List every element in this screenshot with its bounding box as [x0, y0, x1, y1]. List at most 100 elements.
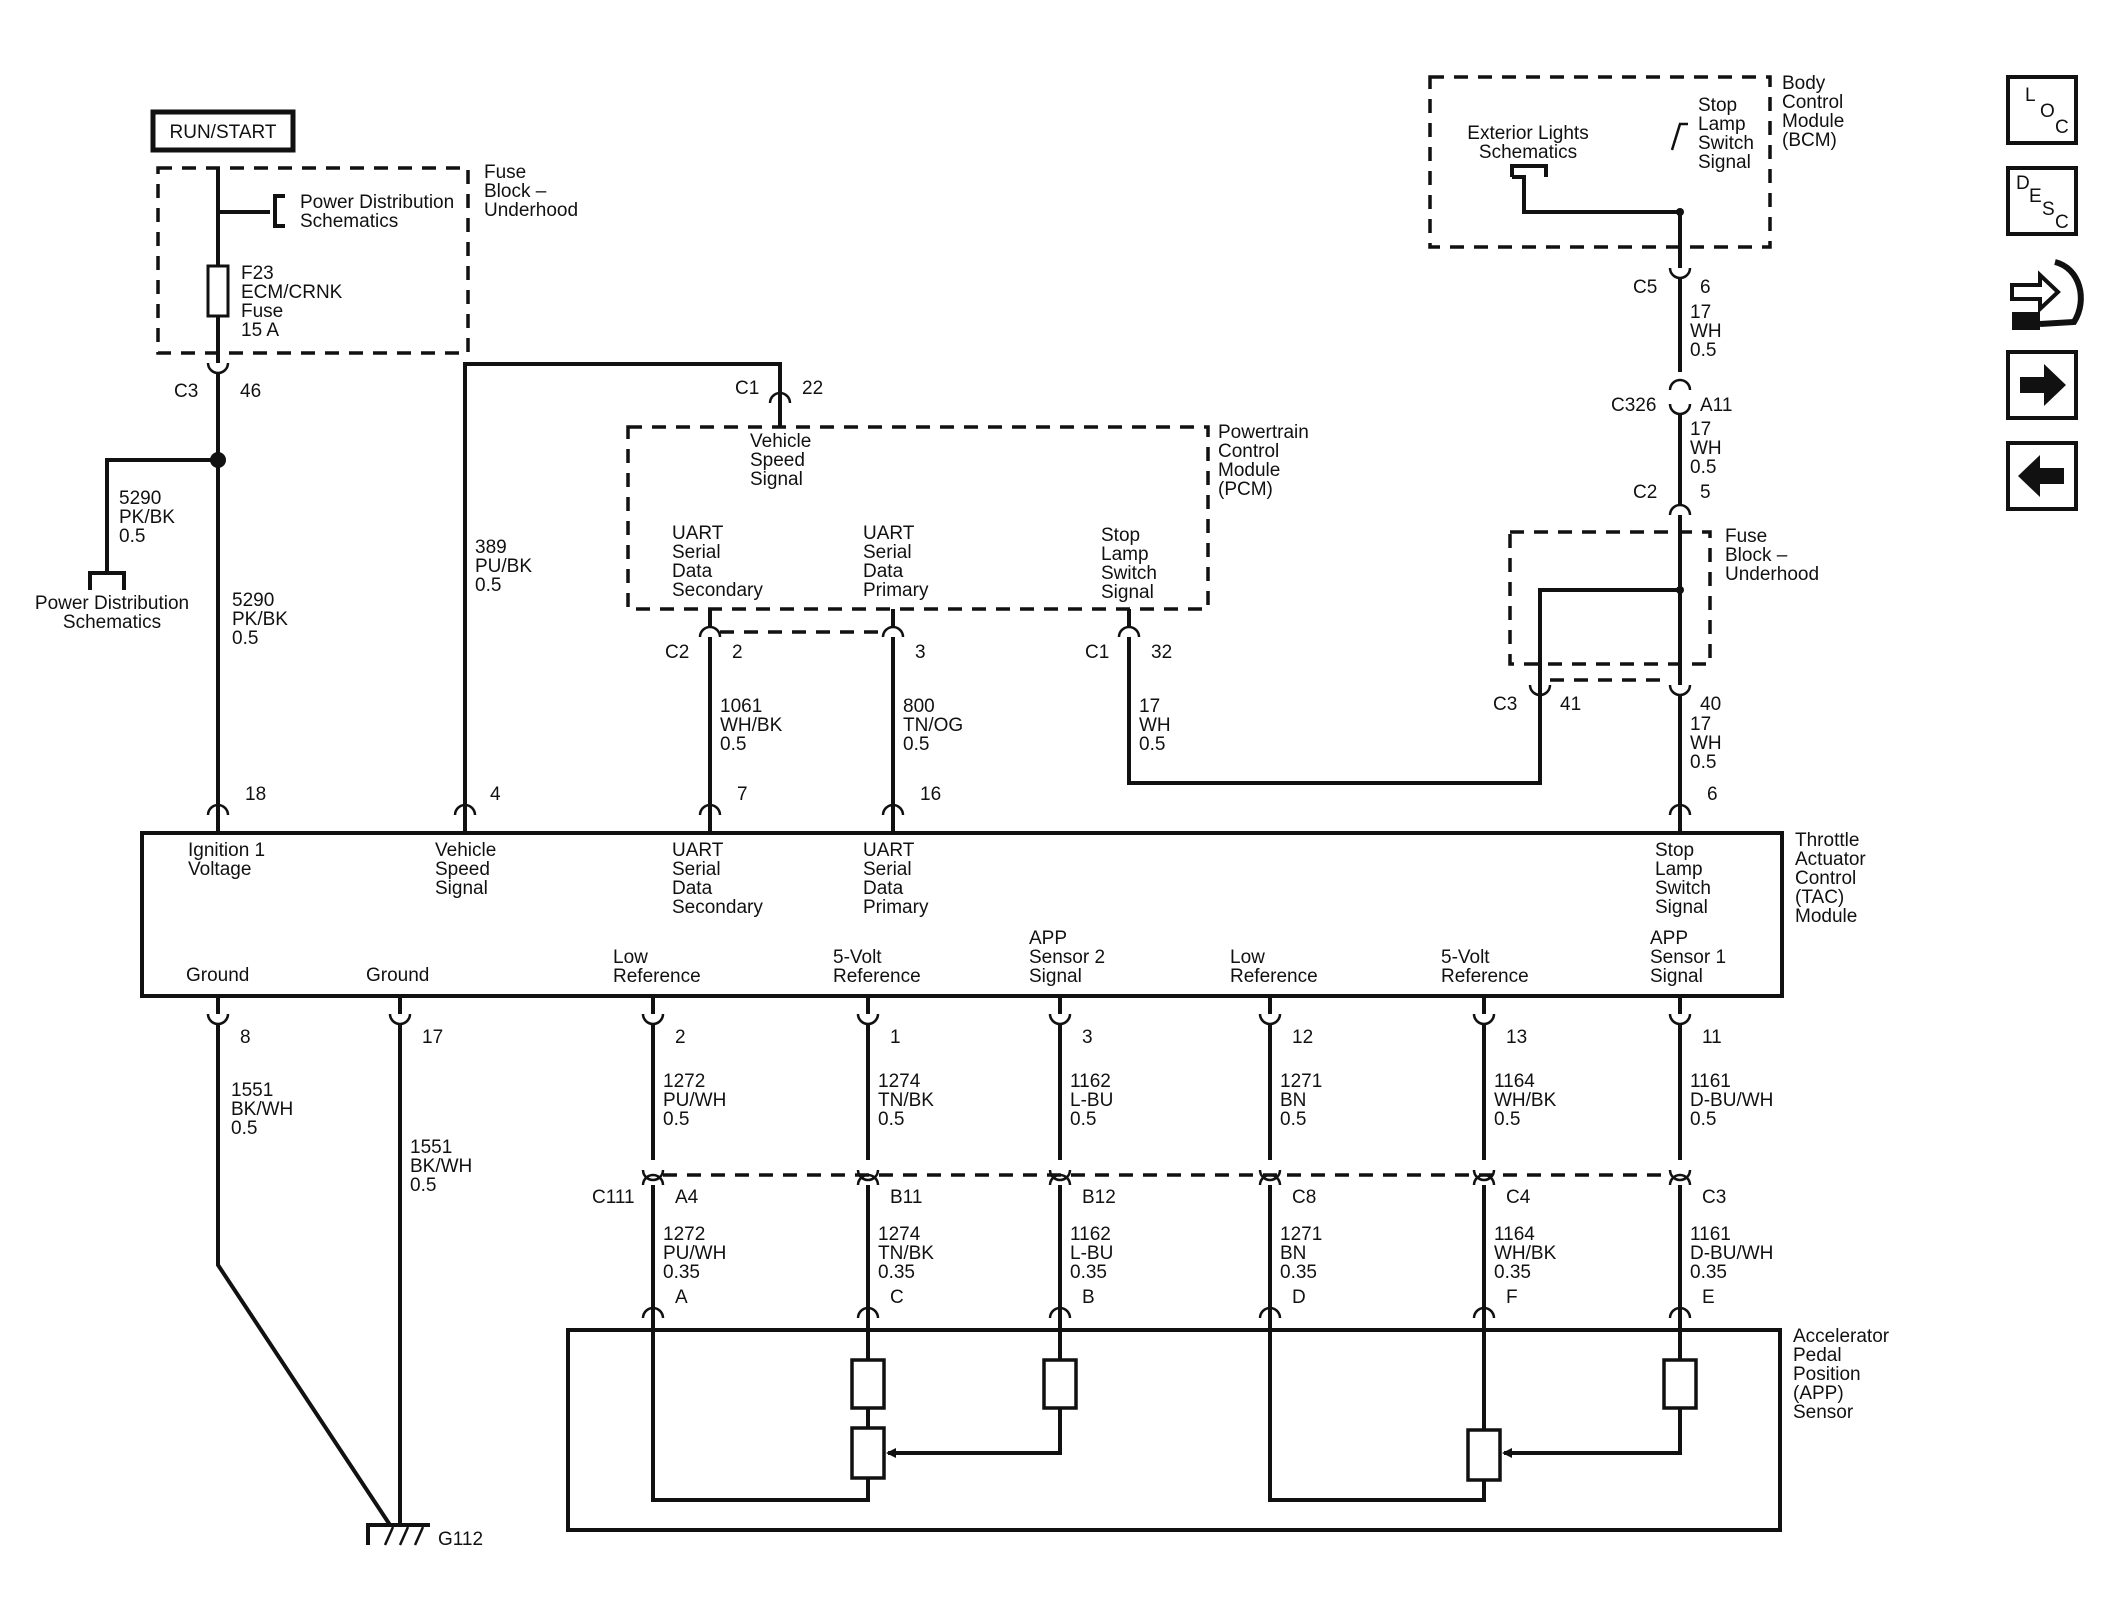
- svg-text:C111: C111: [592, 1187, 635, 1208]
- loc-button[interactable]: L O C: [2006, 75, 2078, 145]
- svg-text:0.5: 0.5: [232, 628, 258, 649]
- svg-text:WH/BK: WH/BK: [1494, 1090, 1557, 1111]
- app1-potentiometer-icon: [1466, 1428, 1502, 1482]
- svg-text:Speed: Speed: [435, 859, 490, 880]
- svg-text:C2: C2: [1633, 482, 1657, 503]
- svg-text:BK/WH: BK/WH: [231, 1099, 293, 1120]
- svg-text:1061: 1061: [720, 696, 762, 717]
- app2-wiper-arrow-icon: [886, 1408, 1062, 1458]
- connector-c326: C326 A11: [1611, 378, 1732, 416]
- svg-text:32: 32: [1151, 642, 1172, 663]
- svg-text:Vehicle: Vehicle: [750, 431, 811, 452]
- svg-text:Underhood: Underhood: [484, 200, 578, 221]
- svg-text:(PCM): (PCM): [1218, 479, 1273, 500]
- next-arrow-button[interactable]: [2006, 350, 2078, 420]
- svg-text:800: 800: [903, 696, 935, 717]
- svg-text:3: 3: [915, 642, 926, 663]
- svg-text:Fuse: Fuse: [484, 162, 526, 183]
- svg-text:D: D: [1292, 1287, 1306, 1308]
- svg-text:L-BU: L-BU: [1070, 1243, 1113, 1264]
- svg-text:Signal: Signal: [1101, 582, 1154, 603]
- svg-text:PU/WH: PU/WH: [663, 1243, 726, 1264]
- app-sensor-pins: A C B D F E: [641, 1287, 1715, 1319]
- svg-text:Powertrain: Powertrain: [1218, 422, 1309, 443]
- svg-text:41: 41: [1560, 694, 1581, 715]
- app2-potentiometer-icon: [850, 1426, 886, 1480]
- svg-text:D-BU/WH: D-BU/WH: [1690, 1243, 1773, 1264]
- svg-text:(BCM): (BCM): [1782, 130, 1837, 151]
- svg-text:Low: Low: [1230, 947, 1265, 968]
- svg-text:11: 11: [1702, 1027, 1722, 1048]
- svg-text:PK/BK: PK/BK: [232, 609, 288, 630]
- svg-text:1164: 1164: [1494, 1071, 1535, 1092]
- back-arrow-button[interactable]: [2006, 441, 2078, 511]
- svg-text:F23: F23: [241, 263, 274, 284]
- app1-signal-resistor-icon: [1662, 1358, 1698, 1410]
- connector-c3-46: C3 46: [174, 362, 261, 402]
- svg-text:Underhood: Underhood: [1725, 564, 1819, 585]
- svg-text:1271: 1271: [1280, 1071, 1322, 1092]
- desc-button[interactable]: D E S C: [2006, 166, 2078, 236]
- svg-text:C2: C2: [665, 642, 689, 663]
- svg-text:0.5: 0.5: [231, 1118, 257, 1139]
- svg-text:D-BU/WH: D-BU/WH: [1690, 1090, 1773, 1111]
- svg-text:Reference: Reference: [1230, 966, 1318, 987]
- power-distribution-link-top: [273, 194, 285, 228]
- svg-text:1272: 1272: [663, 1071, 705, 1092]
- svg-text:0.5: 0.5: [903, 734, 929, 755]
- svg-text:0.5: 0.5: [410, 1175, 436, 1196]
- svg-text:0.35: 0.35: [663, 1262, 700, 1283]
- svg-text:B11: B11: [890, 1187, 922, 1208]
- svg-text:Body: Body: [1782, 73, 1826, 94]
- svg-text:Switch: Switch: [1655, 878, 1711, 899]
- svg-text:C8: C8: [1292, 1187, 1316, 1208]
- svg-text:1271: 1271: [1280, 1224, 1322, 1245]
- svg-text:0.35: 0.35: [1690, 1262, 1727, 1283]
- svg-text:0.5: 0.5: [1494, 1109, 1520, 1130]
- svg-text:(TAC): (TAC): [1795, 887, 1844, 908]
- svg-text:16: 16: [920, 784, 941, 805]
- svg-text:1274: 1274: [878, 1071, 921, 1092]
- connector-end-view-icon[interactable]: [2010, 259, 2084, 330]
- app2-resistor-icon: [850, 1358, 886, 1410]
- svg-text:WH/BK: WH/BK: [720, 715, 783, 736]
- svg-text:0.5: 0.5: [663, 1109, 689, 1130]
- svg-text:17: 17: [1690, 419, 1711, 440]
- svg-text:Actuator: Actuator: [1795, 849, 1866, 870]
- svg-text:L: L: [2025, 85, 2036, 106]
- svg-text:Control: Control: [1795, 868, 1856, 889]
- svg-text:Fuse: Fuse: [1725, 526, 1767, 547]
- svg-text:18: 18: [245, 784, 266, 805]
- svg-text:5: 5: [1700, 482, 1711, 503]
- svg-text:Low: Low: [613, 947, 648, 968]
- svg-text:Reference: Reference: [613, 966, 701, 987]
- wire-17-pcm: [1127, 637, 1542, 785]
- svg-text:TN/BK: TN/BK: [878, 1243, 934, 1264]
- svg-text:(APP): (APP): [1793, 1383, 1844, 1404]
- svg-text:WH: WH: [1690, 733, 1722, 754]
- svg-text:Power Distribution: Power Distribution: [35, 593, 189, 614]
- svg-text:1162: 1162: [1070, 1224, 1111, 1245]
- svg-text:TN/BK: TN/BK: [878, 1090, 934, 1111]
- svg-text:Stop: Stop: [1655, 840, 1694, 861]
- svg-text:C3: C3: [1493, 694, 1517, 715]
- svg-text:Position: Position: [1793, 1364, 1861, 1385]
- tac-bottom-pins: 8 17 2 1 3 12 13 11: [206, 996, 1722, 1048]
